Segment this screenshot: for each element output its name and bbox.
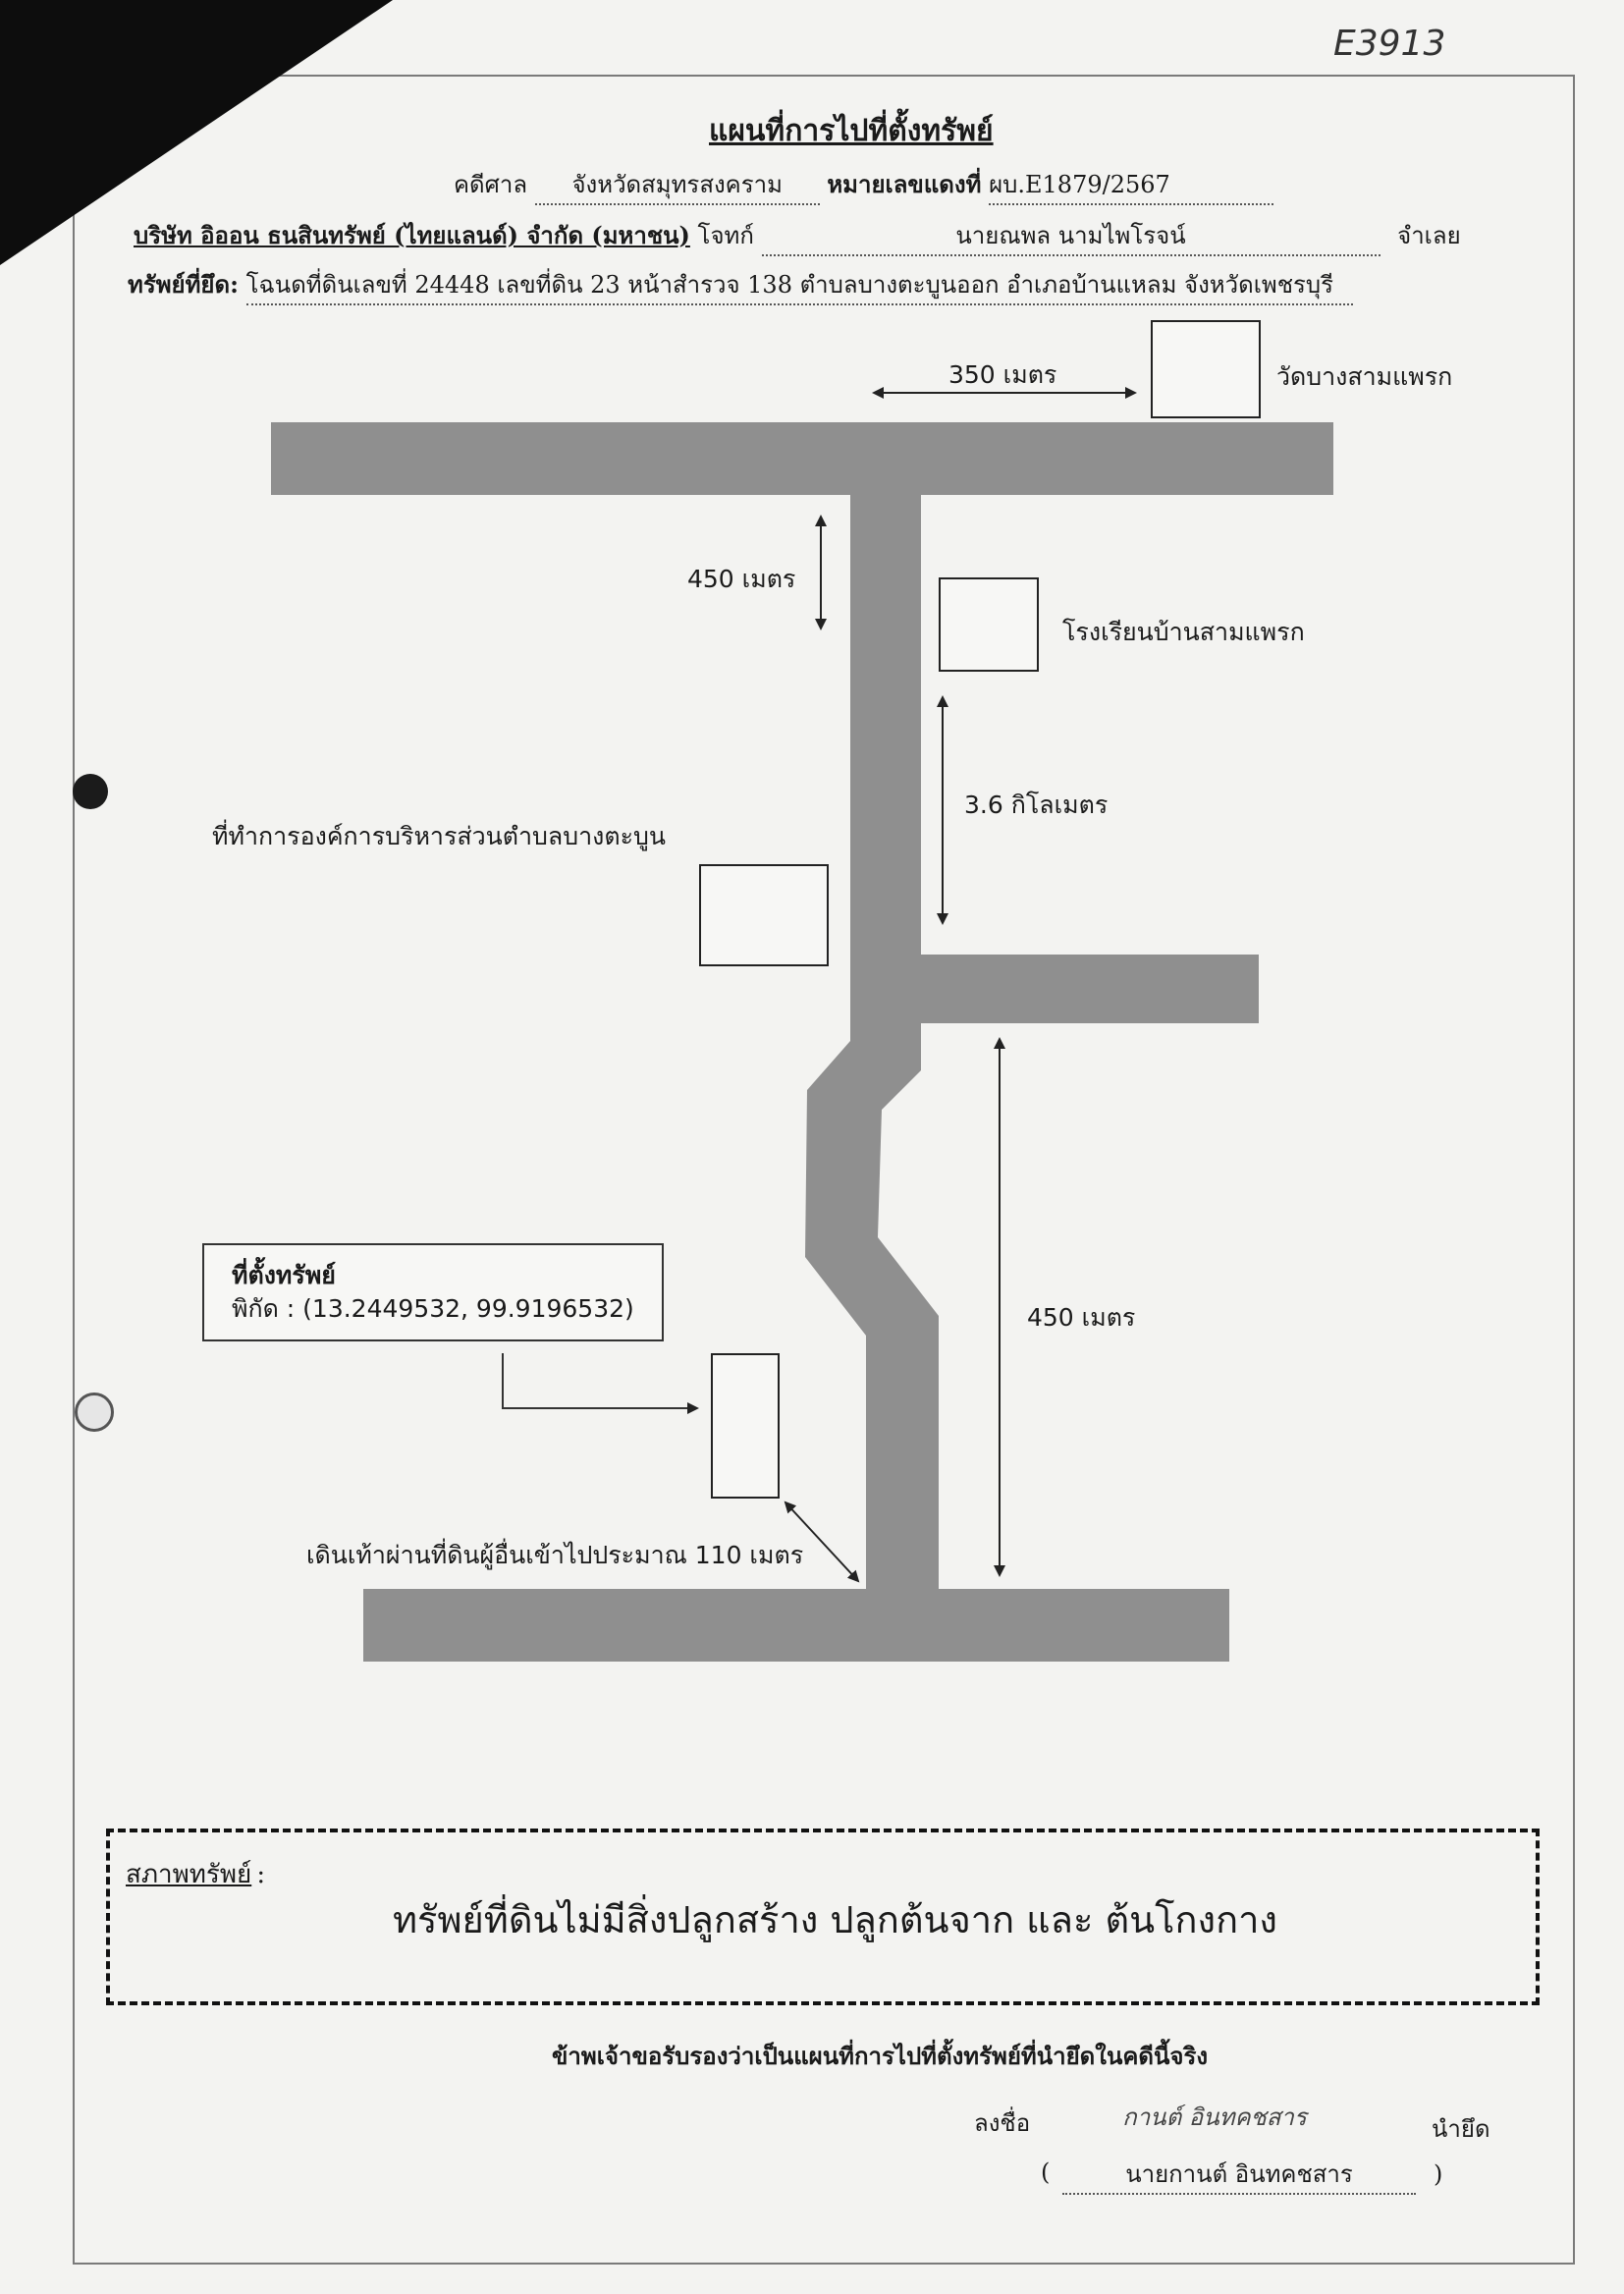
condition-label-row: สภาพทรัพย์ : [126, 1854, 265, 1894]
court-value: จังหวัดสมุทรสงคราม [534, 165, 820, 205]
sao-office-label: ที่ทำการองค์การบริหารส่วนตำบลบางตะบูน [212, 822, 666, 850]
condition-label: สภาพทรัพย์ [126, 1860, 252, 1889]
punch-hole [73, 774, 108, 809]
mid-distance-label: 3.6 กิโลเมตร [964, 791, 1109, 819]
folded-corner [0, 0, 393, 265]
property-pointer-arrow [502, 1353, 699, 1414]
page-frame [73, 75, 1575, 2265]
plaintiff-suffix: โจทก์ [697, 222, 754, 249]
school-label: โรงเรียนบ้านสามแพรก [1062, 618, 1305, 646]
condition-colon: : [256, 1860, 266, 1889]
road-bottom [363, 1589, 1229, 1662]
condition-box [106, 1829, 1540, 2005]
sign-label: ลงชื่อ [974, 2109, 1031, 2137]
case-no-value: ผบ.E1879/2567 [989, 165, 1274, 205]
temple-building [1151, 320, 1261, 418]
signer-name: นายกานต์ อินทคชสาร [1062, 2155, 1416, 2195]
walk-note-label: เดินเท้าผ่านที่ดินผู้อื่นเข้าไปประมาณ 11… [306, 1541, 804, 1569]
property-location-title: ที่ตั้งทรัพย์ [232, 1261, 336, 1289]
road-vertical-upper [850, 495, 921, 956]
sao-office-building [699, 864, 829, 966]
signature: กานต์ อินทคชสาร [1122, 2103, 1307, 2131]
paren-open: ( [1041, 2158, 1051, 2186]
court-line: คดีศาล จังหวัดสมุทรสงคราม หมายเลขแดงที่ … [454, 165, 1274, 205]
punch-hole [75, 1393, 114, 1432]
walk-distance-arrow [784, 1501, 860, 1583]
signer-role: นำยึด [1432, 2115, 1490, 2143]
property-label: ทรัพย์ที่ยึด: [128, 270, 239, 299]
property-value: โฉนดที่ดินเลขที่ 24448 เลขที่ดิน 23 หน้า… [245, 265, 1354, 305]
defendant-name: นายณพล นามไพโรจน์ [761, 216, 1380, 256]
court-label: คดีศาล [454, 171, 528, 198]
road-top [271, 422, 1333, 495]
property-coordinates: พิกัด : (13.2449532, 99.9196532) [232, 1294, 634, 1323]
condition-text: ทรัพย์ที่ดินไม่มีสิ่งปลูกสร้าง ปลูกต้นจา… [393, 1898, 1277, 1941]
certification-statement: ข้าพเจ้าขอรับรองว่าเป็นแผนที่การไปที่ตั้… [552, 2042, 1209, 2070]
property-location-box: ที่ตั้งทรัพย์ พิกัด : (13.2449532, 99.91… [202, 1243, 664, 1341]
paren-close: ) [1434, 2160, 1443, 2188]
plaintiff-name: บริษัท อิออน ธนสินทรัพย์ (ไทยแลนด์) จำกั… [134, 221, 690, 249]
document-number: E3913 [1333, 24, 1446, 64]
road-side-branch [850, 955, 1259, 1023]
parties-line: บริษัท อิออน ธนสินทรัพย์ (ไทยแลนด์) จำกั… [134, 216, 1461, 256]
property-plot [711, 1353, 780, 1499]
top-distance-label: 450 เมตร [687, 565, 796, 593]
page-title: แผนที่การไปที่ตั้งทรัพย์ [709, 114, 994, 148]
temple-label: วัดบางสามแพรก [1276, 362, 1453, 391]
temple-distance-label: 350 เมตร [948, 360, 1057, 389]
case-no-label: หมายเลขแดงที่ [827, 170, 982, 198]
school-building [939, 577, 1039, 672]
bottom-distance-label: 450 เมตร [1027, 1303, 1136, 1332]
defendant-suffix: จำเลย [1397, 222, 1461, 249]
property-line: ทรัพย์ที่ยึด: โฉนดที่ดินเลขที่ 24448 เลข… [128, 265, 1354, 305]
